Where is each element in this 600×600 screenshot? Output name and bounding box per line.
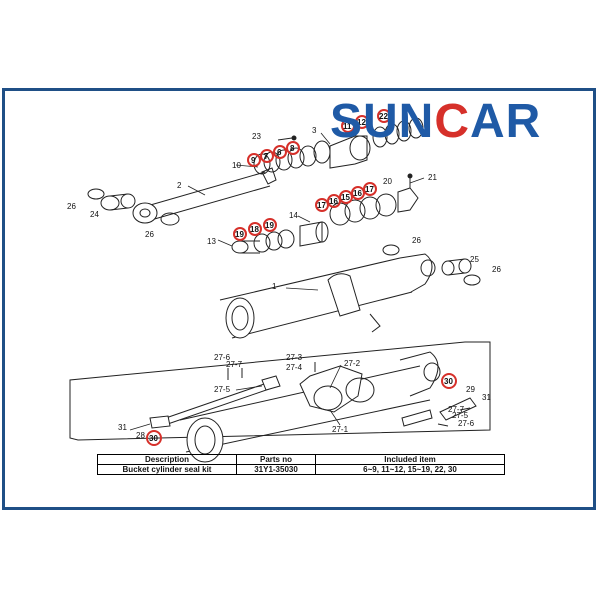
circled-callout-15: 15: [339, 190, 353, 204]
brand-logo: SUNCAR: [330, 98, 541, 146]
callout-27-2: 27-2: [344, 359, 361, 368]
circled-callout-18: 18: [248, 222, 262, 236]
circled-callout-22: 22: [377, 109, 391, 123]
callout-2: 2: [177, 181, 182, 190]
piston-rod-2: [132, 167, 277, 224]
svg-text:19: 19: [265, 221, 274, 230]
table-header-description: Description: [97, 454, 237, 465]
callout-28: 28: [136, 431, 145, 440]
callout-27-1: 27-1: [332, 425, 349, 434]
bushing-25: [382, 244, 481, 286]
dust-seal-26-left: [87, 188, 180, 226]
table-header-included-item: Included item: [315, 454, 505, 465]
callout-26-a: 26: [67, 202, 76, 211]
callout-27-7-b: 27-7: [448, 405, 465, 414]
svg-text:19: 19: [235, 230, 244, 239]
circled-callout-17-b: 17: [363, 182, 377, 196]
table-cell-description: Bucket cylinder seal kit: [97, 464, 237, 475]
callout-27-6-b: 27-6: [458, 419, 475, 428]
callout-27-3: 27-3: [286, 353, 303, 362]
table-cell-included-item: 6~9, 11~12, 15~19, 22, 30: [315, 464, 505, 475]
callout-10: 10: [232, 161, 241, 170]
callout-25: 25: [470, 255, 479, 264]
table-header-parts-no: Parts no: [236, 454, 316, 465]
seal-kit-table: Description Parts no Included item Bucke…: [97, 454, 505, 475]
callout-27-5-b: 27-5: [452, 411, 469, 420]
callout-23: 23: [252, 132, 261, 141]
callout-14: 14: [289, 211, 298, 220]
svg-text:30: 30: [149, 434, 158, 443]
callout-27-4: 27-4: [286, 363, 303, 372]
svg-text:16: 16: [329, 197, 338, 206]
circled-callout-17-a: 17: [315, 198, 329, 212]
table-row: Bucket cylinder seal kit 31Y1-35030 6~9,…: [97, 464, 505, 475]
svg-text:9: 9: [251, 156, 256, 165]
circled-callout-19-a: 19: [233, 227, 247, 241]
circled-callout-6: 6: [273, 145, 287, 159]
callout-1: 1: [272, 282, 277, 291]
svg-text:12: 12: [357, 118, 366, 127]
callout-26-b: 26: [145, 230, 154, 239]
table-header-row: Description Parts no Included item: [97, 454, 505, 465]
cylinder-tube-1: [219, 253, 436, 339]
leader-lines: [129, 132, 425, 431]
table-cell-parts-no: 31Y1-35030: [236, 464, 316, 475]
grease-nipple-21: [407, 173, 413, 188]
piston-assembly: [231, 187, 419, 254]
svg-text:11: 11: [343, 122, 352, 131]
brand-logo-part-3: AR: [470, 95, 542, 148]
circled-callout-19-b: 19: [263, 218, 277, 232]
callouts-circled: 9 7 6 8 19 18 19 17 16 15 16 17 30 30 11…: [146, 109, 457, 446]
callout-31-b: 31: [482, 393, 491, 402]
svg-text:17: 17: [317, 201, 326, 210]
svg-text:30: 30: [444, 377, 453, 386]
svg-text:16: 16: [353, 189, 362, 198]
svg-text:7: 7: [264, 152, 269, 161]
circled-callout-16-b: 16: [351, 186, 365, 200]
detail-panel: [69, 341, 491, 463]
circled-callout-7: 7: [260, 149, 274, 163]
circled-callout-30-a: 30: [441, 373, 457, 389]
circled-callout-11: 11: [341, 119, 355, 133]
svg-text:22: 22: [379, 112, 388, 121]
svg-text:15: 15: [341, 193, 350, 202]
brand-logo-part-2: C: [434, 95, 471, 148]
bolt-23: [277, 135, 297, 141]
svg-text:6: 6: [277, 148, 282, 157]
callout-21: 21: [428, 173, 437, 182]
svg-text:8: 8: [290, 144, 295, 153]
bushing-24: [100, 193, 136, 211]
callout-3: 3: [312, 126, 317, 135]
callout-29: 29: [466, 385, 475, 394]
circled-callout-9: 9: [247, 153, 261, 167]
rod-cover-3: [329, 117, 424, 169]
svg-text:18: 18: [250, 225, 259, 234]
circled-callout-16-a: 16: [327, 194, 341, 208]
circled-callout-8: 8: [286, 141, 300, 155]
brand-logo-part-1: SUN: [330, 95, 435, 148]
callout-26-d: 26: [492, 265, 501, 274]
callout-27-5-a: 27-5: [214, 385, 231, 394]
callout-27-6-a: 27-6: [214, 353, 231, 362]
circled-callout-12: 12: [355, 115, 369, 129]
callouts-plain: 2 3 13 14 20 21 23 24 25 26 26 26 26 1 2…: [67, 126, 501, 440]
circled-callout-30-b: 30: [146, 430, 162, 446]
callout-31-a: 31: [118, 423, 127, 432]
callout-13: 13: [207, 237, 216, 246]
callout-24: 24: [90, 210, 99, 219]
callout-27-7-a: 27-7: [226, 360, 243, 369]
callout-26-c: 26: [412, 236, 421, 245]
svg-text:17: 17: [365, 185, 374, 194]
callout-20: 20: [383, 177, 392, 186]
